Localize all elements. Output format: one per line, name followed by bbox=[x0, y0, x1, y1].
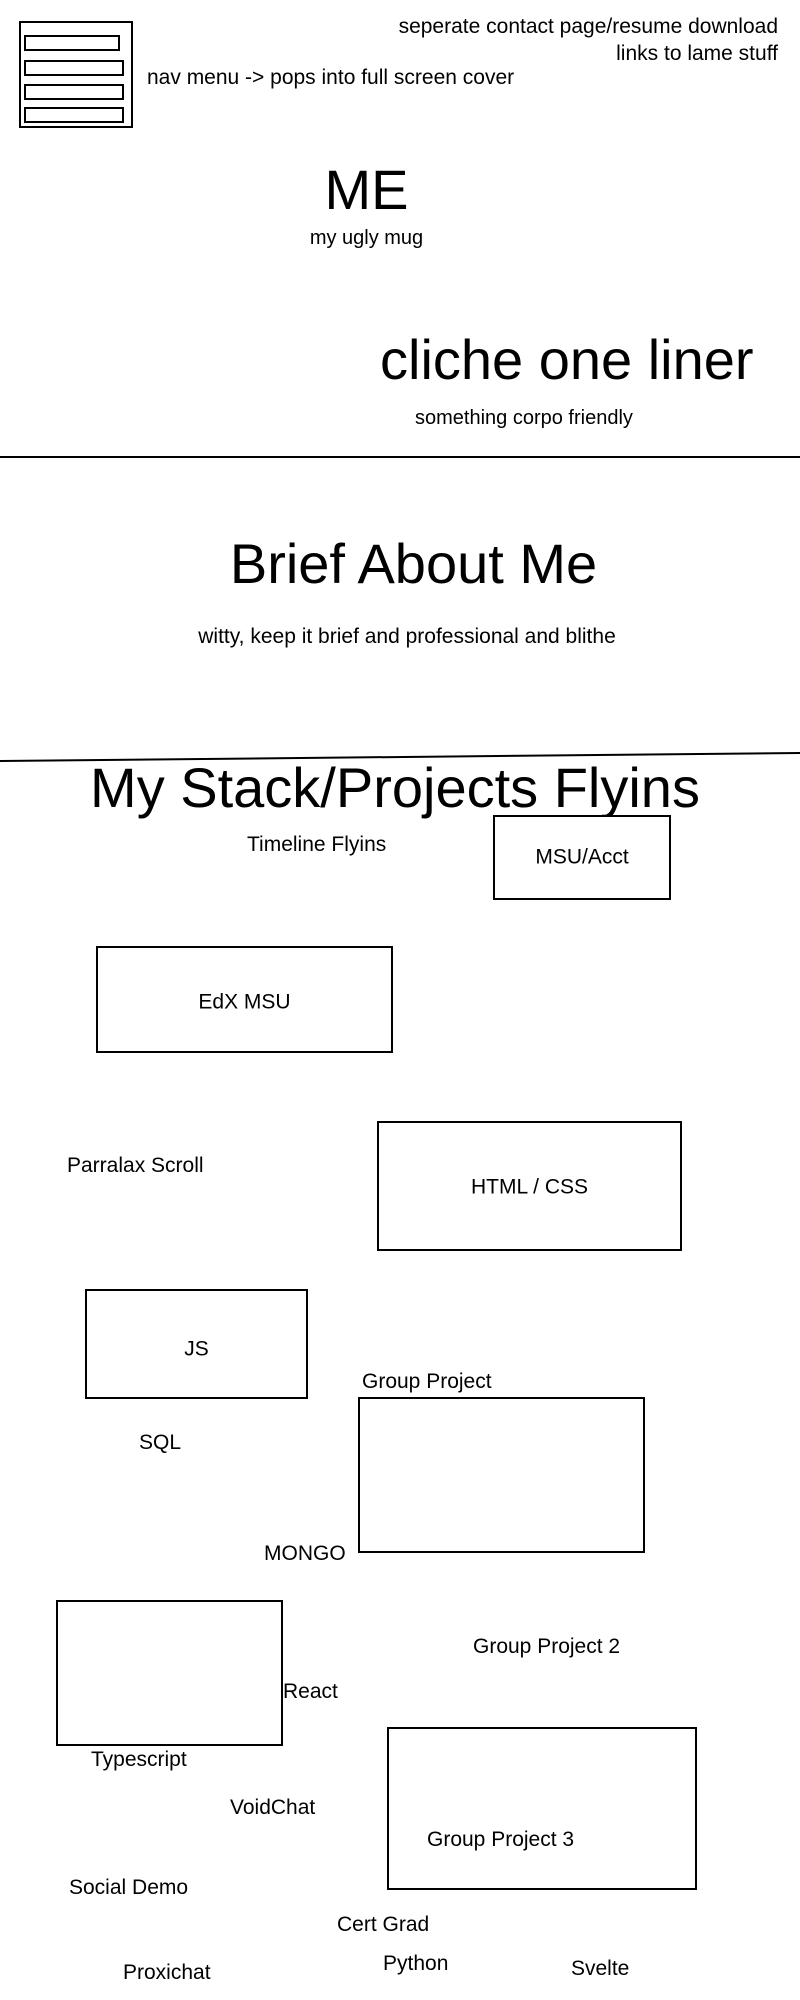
nav-menu-bar bbox=[24, 84, 124, 100]
group-project-3-box bbox=[387, 1727, 697, 1890]
about-title: Brief About Me bbox=[229, 532, 598, 595]
cert-grad-label: Cert Grad bbox=[337, 1913, 430, 1936]
stack-title: My Stack/Projects Flyins bbox=[90, 756, 700, 819]
edx-msu-box: EdX MSU bbox=[96, 946, 393, 1053]
parralax-scroll-label: Parralax Scroll bbox=[67, 1154, 204, 1177]
group-project-3-label: Group Project 3 bbox=[427, 1828, 575, 1851]
section-divider bbox=[0, 752, 800, 762]
typescript-label: Typescript bbox=[91, 1748, 187, 1771]
timeline-label: Timeline Flyins bbox=[247, 833, 387, 856]
msu-acct-label: MSU/Acct bbox=[535, 845, 629, 869]
section-divider bbox=[0, 456, 800, 458]
html-css-label: HTML / CSS bbox=[470, 1175, 589, 1199]
proxichat-label: Proxichat bbox=[123, 1961, 211, 1984]
js-box: JS bbox=[85, 1289, 308, 1399]
group-project-label: Group Project bbox=[362, 1370, 492, 1393]
mongo-label: MONGO bbox=[264, 1542, 346, 1565]
nav-menu-bar bbox=[24, 107, 124, 123]
js-label: JS bbox=[184, 1337, 209, 1361]
hero-tagline-sub: something corpo friendly bbox=[415, 407, 633, 429]
sql-label: SQL bbox=[139, 1431, 182, 1454]
group-project-2-label: Group Project 2 bbox=[473, 1635, 621, 1658]
nav-menu-icon[interactable] bbox=[19, 21, 133, 128]
hero-name: ME bbox=[324, 158, 409, 221]
group-project-box bbox=[358, 1397, 645, 1553]
hero-photo-note: my ugly mug bbox=[309, 227, 424, 249]
react-label: React bbox=[283, 1680, 338, 1703]
nav-menu-note: nav menu -> pops into full screen cover bbox=[147, 66, 515, 89]
voidchat-label: VoidChat bbox=[230, 1796, 316, 1819]
msu-acct-box: MSU/Acct bbox=[493, 815, 671, 900]
about-body: witty, keep it brief and professional an… bbox=[198, 625, 616, 648]
links-note: links to lame stuff bbox=[616, 42, 778, 65]
typescript-box bbox=[56, 1600, 283, 1746]
nav-menu-bar bbox=[24, 60, 124, 76]
hero-tagline: cliche one liner bbox=[380, 328, 754, 391]
social-demo-label: Social Demo bbox=[69, 1876, 189, 1899]
edx-msu-label: EdX MSU bbox=[198, 990, 291, 1014]
svelte-label: Svelte bbox=[571, 1957, 630, 1980]
nav-menu-bar bbox=[24, 35, 120, 51]
python-label: Python bbox=[383, 1952, 449, 1975]
html-css-box: HTML / CSS bbox=[377, 1121, 682, 1251]
contact-page-note: seperate contact page/resume download bbox=[398, 15, 778, 38]
